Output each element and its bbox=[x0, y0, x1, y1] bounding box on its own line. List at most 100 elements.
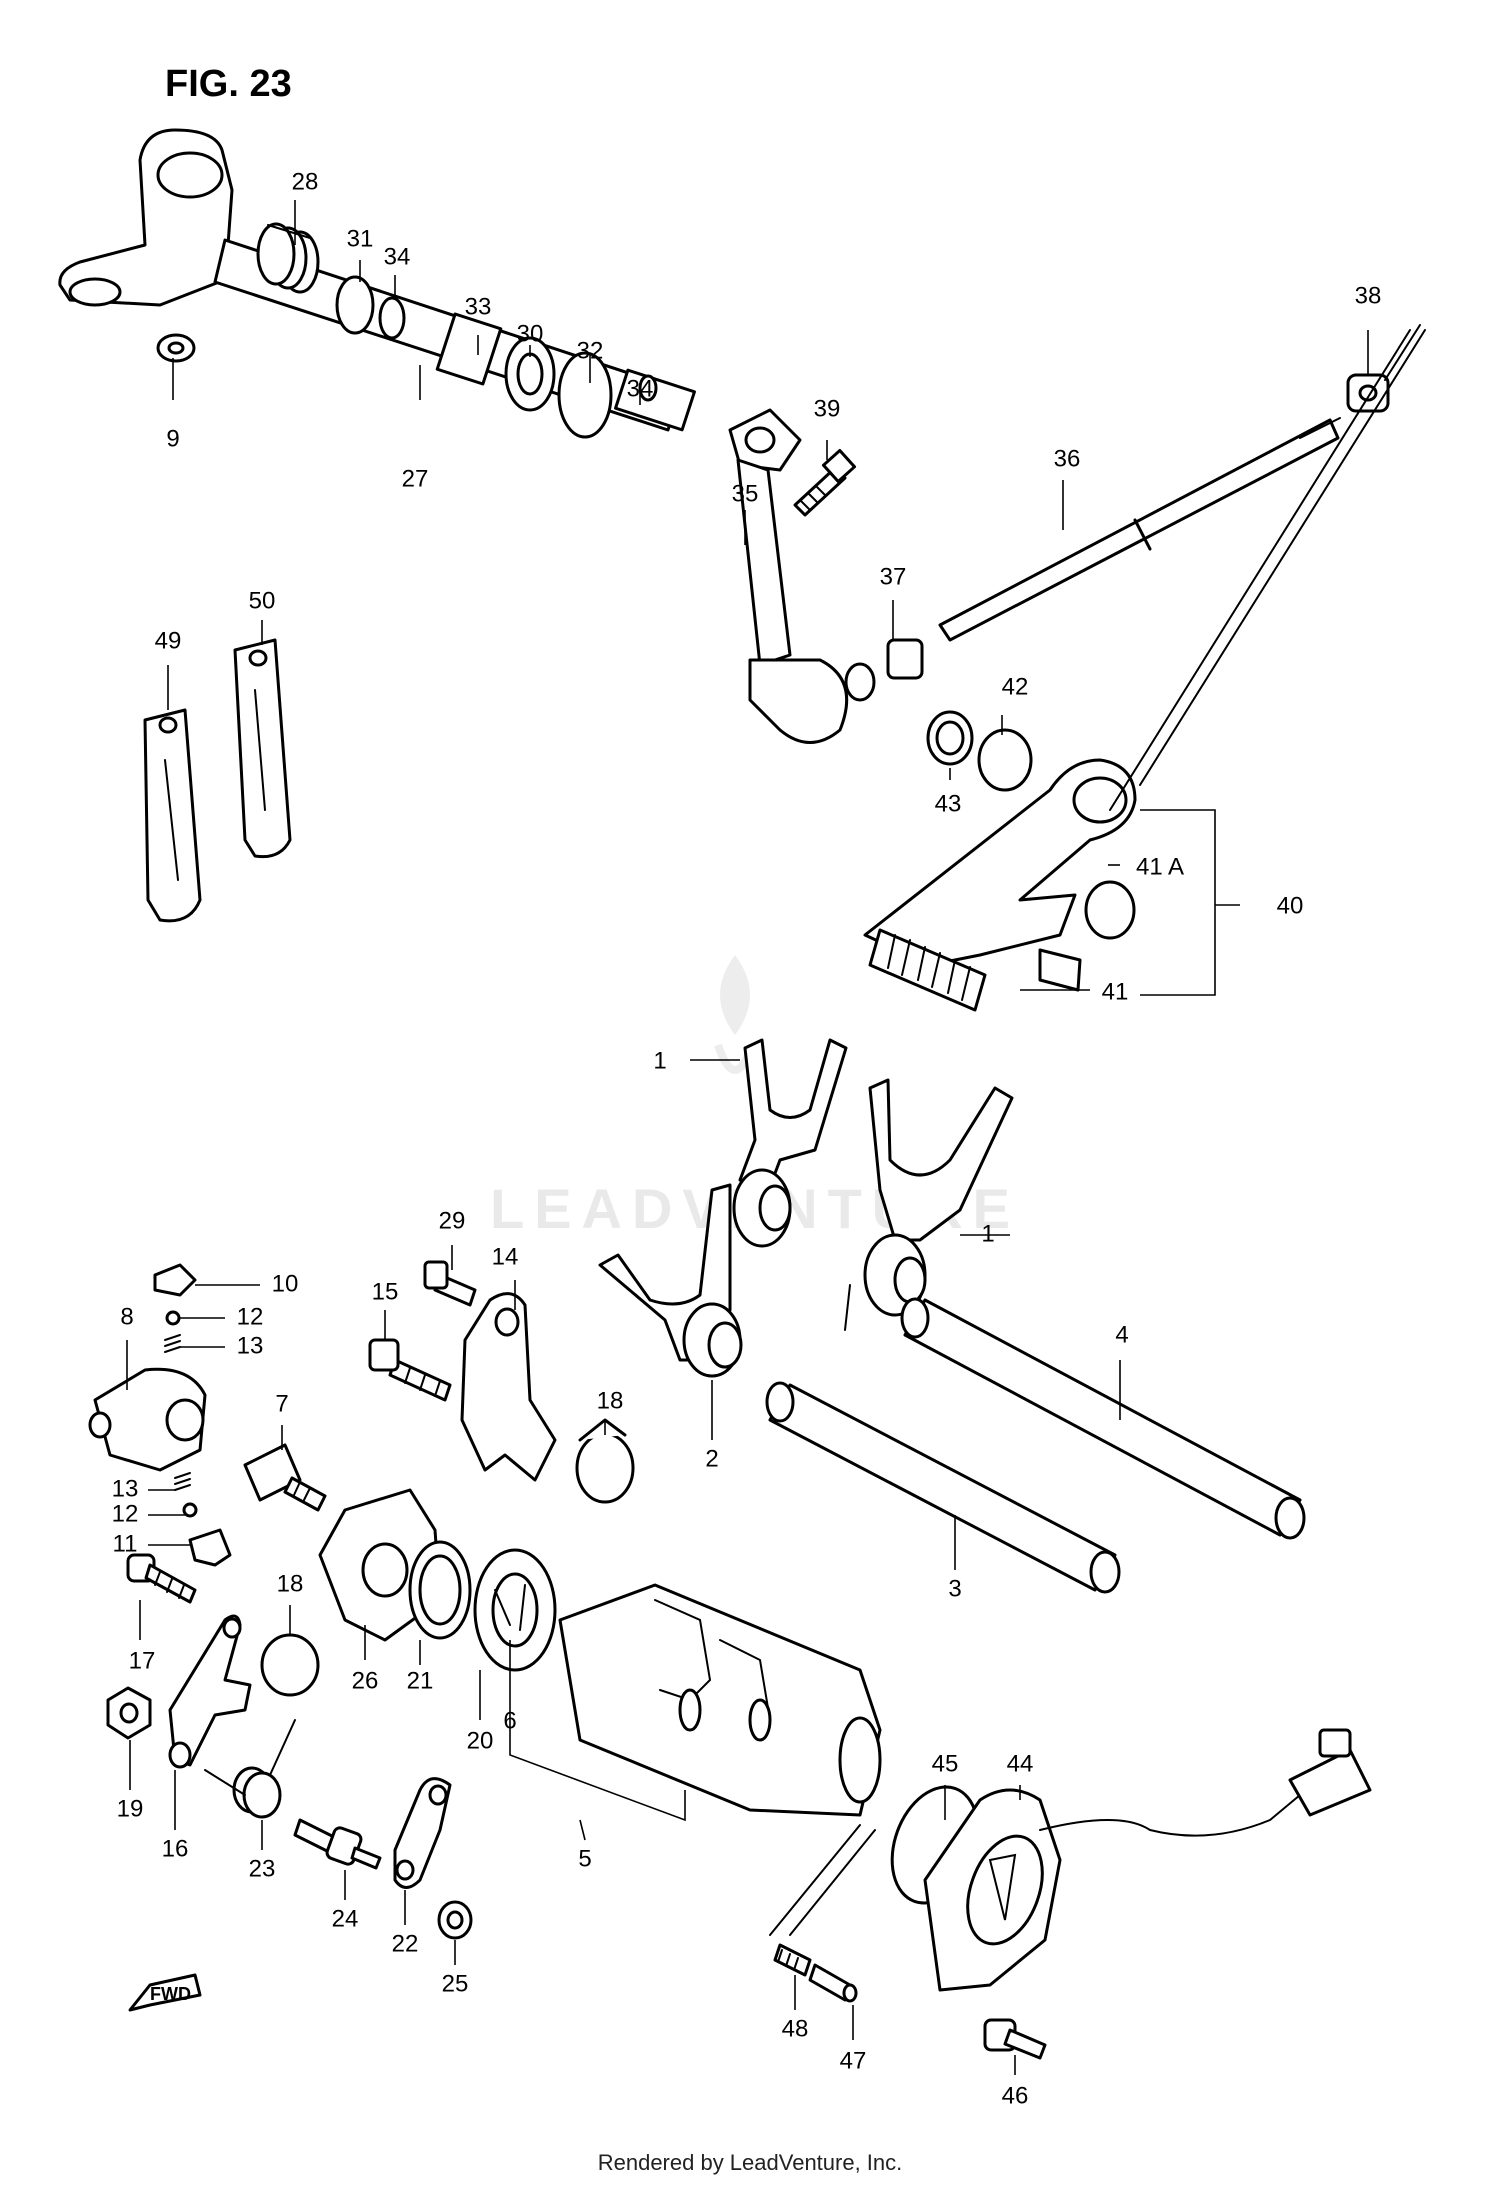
pawl-10 bbox=[153, 1263, 197, 1297]
nut-37 bbox=[886, 638, 924, 680]
callout-42: 42 bbox=[1002, 673, 1029, 700]
arm-slot bbox=[68, 277, 122, 307]
splined-end bbox=[614, 368, 696, 432]
callout-39: 39 bbox=[814, 395, 841, 422]
washer-32 bbox=[557, 351, 613, 439]
callout-12-lower: 12 bbox=[112, 1500, 139, 1527]
gearshift-pedal bbox=[863, 329, 1426, 1012]
bolt-29 bbox=[423, 1260, 477, 1307]
bolt-46 bbox=[983, 2018, 1047, 2060]
callout-47: 47 bbox=[840, 2047, 867, 2074]
callout-18-lower: 18 bbox=[277, 1570, 304, 1597]
gear-position-switch-44 bbox=[923, 1728, 1372, 1992]
bolt-39 bbox=[793, 448, 857, 517]
callout-9: 9 bbox=[166, 425, 179, 452]
callout-34: 34 bbox=[627, 375, 654, 402]
plate-49 bbox=[143, 708, 202, 923]
circlip-34 bbox=[378, 296, 406, 340]
callout-29: 29 bbox=[439, 1207, 466, 1234]
gearshift-shaft-assembly bbox=[58, 128, 696, 439]
callout-34-top: 34 bbox=[384, 243, 411, 270]
collar-18b bbox=[260, 1633, 320, 1697]
callout-13-upper: 13 bbox=[237, 1332, 264, 1359]
pin-7 bbox=[243, 1443, 327, 1512]
leader-to-switch-b bbox=[789, 1829, 876, 1936]
plate-50 bbox=[233, 638, 292, 859]
callout-labels: 28 31 34 33 30 32 34 27 9 35 39 37 36 38… bbox=[112, 168, 1382, 2109]
callout-25: 25 bbox=[442, 1970, 469, 1997]
callout-40: 40 bbox=[1277, 892, 1304, 919]
nut-38 bbox=[1346, 324, 1421, 413]
fwd-label: FWD bbox=[150, 1984, 191, 2004]
stopper-plate-14 bbox=[460, 1292, 557, 1482]
bolt-15 bbox=[368, 1338, 452, 1402]
callout-14: 14 bbox=[492, 1243, 519, 1270]
callout-10: 10 bbox=[272, 1270, 299, 1297]
footer-credit: Rendered by LeadVenture, Inc. bbox=[598, 2150, 903, 2175]
callout-4: 4 bbox=[1115, 1321, 1128, 1348]
bolt-17 bbox=[126, 1553, 197, 1604]
callout-38: 38 bbox=[1355, 282, 1382, 309]
callout-28: 28 bbox=[292, 168, 319, 195]
callout-22: 22 bbox=[392, 1930, 419, 1957]
callout-43: 43 bbox=[935, 790, 962, 817]
leader-to-switch bbox=[769, 1824, 861, 1936]
callout-35: 35 bbox=[732, 480, 759, 507]
callout-49: 49 bbox=[155, 627, 182, 654]
callout-33: 33 bbox=[465, 293, 492, 320]
bolt-24 bbox=[293, 1818, 382, 1870]
callout-7: 7 bbox=[275, 1390, 288, 1417]
callout-41: 41 bbox=[1102, 978, 1129, 1005]
callout-6: 6 bbox=[503, 1707, 516, 1734]
callout-12-upper: 12 bbox=[237, 1303, 264, 1330]
plate-22 bbox=[393, 1777, 452, 1889]
fork-shaft-3 bbox=[765, 1381, 1121, 1594]
forward-arrow-icon: FWD bbox=[128, 1973, 202, 2012]
fork-shaft-4 bbox=[900, 1297, 1306, 1540]
callout-16: 16 bbox=[162, 1835, 189, 1862]
callout-3: 3 bbox=[948, 1575, 961, 1602]
callout-11: 11 bbox=[113, 1530, 138, 1557]
washer-42 bbox=[977, 728, 1033, 792]
callout-37: 37 bbox=[880, 563, 907, 590]
callout-46: 46 bbox=[1002, 2082, 1029, 2109]
callout-31: 31 bbox=[347, 225, 374, 252]
callout-18-upper: 18 bbox=[597, 1387, 624, 1414]
callout-20: 20 bbox=[467, 1727, 494, 1754]
cam-stopper-lever-16 bbox=[168, 1614, 252, 1769]
shift-fork-1-upper bbox=[732, 1038, 848, 1248]
callout-45: 45 bbox=[932, 1750, 959, 1777]
bearing-20 bbox=[473, 1548, 557, 1672]
pawl-11 bbox=[188, 1528, 232, 1567]
callout-27: 27 bbox=[402, 465, 429, 492]
pin-12a bbox=[165, 1310, 181, 1326]
callout-17: 17 bbox=[129, 1647, 156, 1674]
return-spring bbox=[256, 222, 320, 294]
cam-driven-gear-8 bbox=[88, 1367, 207, 1472]
circlip-34b bbox=[638, 374, 658, 402]
nut-19 bbox=[106, 1686, 152, 1740]
callout-21: 21 bbox=[407, 1667, 434, 1694]
callout-19: 19 bbox=[117, 1795, 144, 1822]
collar-18 bbox=[575, 1418, 635, 1504]
callout-15: 15 bbox=[372, 1278, 399, 1305]
spring-13b bbox=[174, 1472, 191, 1491]
spring-coil bbox=[777, 1949, 799, 1971]
callout-32: 32 bbox=[577, 337, 604, 364]
callout-36: 36 bbox=[1054, 445, 1081, 472]
callout-26: 26 bbox=[352, 1667, 379, 1694]
callout-24: 24 bbox=[332, 1905, 359, 1932]
shift-rod-36 bbox=[938, 417, 1341, 642]
callout-2: 2 bbox=[705, 1445, 718, 1472]
callout-30: 30 bbox=[517, 320, 544, 347]
bushing-33 bbox=[435, 312, 503, 386]
callout-13-lower: 13 bbox=[112, 1475, 139, 1502]
arm-hub bbox=[156, 151, 224, 199]
callout-44: 44 bbox=[1007, 1750, 1034, 1777]
callout-1-lower: 1 bbox=[981, 1220, 994, 1247]
callout-1-upper: 1 bbox=[653, 1047, 666, 1074]
callout-48: 48 bbox=[782, 2015, 809, 2042]
shift-fork-2 bbox=[598, 1183, 743, 1378]
shift-fork-1-lower bbox=[844, 1078, 1014, 1331]
